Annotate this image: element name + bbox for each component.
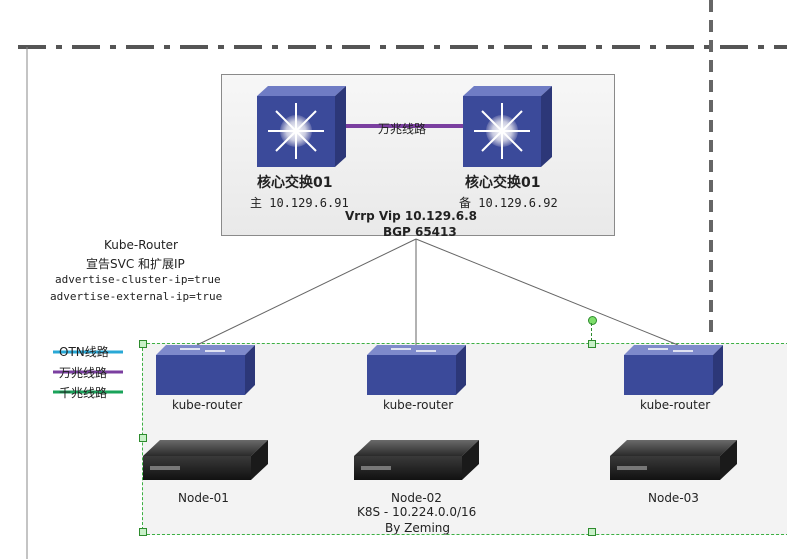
router-label-2: kube-router — [383, 398, 454, 412]
bgp-as-label: BGP 65413 — [383, 225, 457, 239]
core-switch-b-ip: 备 10.129.6.92 — [459, 196, 558, 210]
core-switch-b-label: 核心交换01 — [465, 175, 541, 191]
rotate-handle[interactable] — [588, 316, 597, 325]
selection-handle[interactable] — [139, 434, 147, 442]
router-label-1: kube-router — [172, 398, 243, 412]
node-label-1: Node-01 — [178, 491, 229, 505]
rotate-handle-stem — [591, 323, 592, 341]
kube-router-switch-icon[interactable] — [156, 345, 255, 395]
node-label-2: Node-02 — [391, 491, 442, 505]
legend-1g-label: 千兆线路 — [59, 386, 108, 400]
router-label-3: kube-router — [640, 398, 711, 412]
kube-router-switch-icon[interactable] — [367, 345, 466, 395]
core-link-label: 万兆线路 — [378, 122, 427, 136]
core-switch-a-icon[interactable] — [257, 86, 346, 167]
cluster-cidr-label: K8S - 10.224.0.0/16 — [357, 505, 477, 519]
server-icon[interactable] — [354, 440, 479, 480]
kube-router-note-title: Kube-Router — [104, 238, 178, 252]
kube-router-note-subtitle: 宣告SVC 和扩展IP — [86, 257, 185, 271]
uplink-node-03[interactable] — [415, 238, 679, 346]
legend-otn-label: OTN线路 — [59, 345, 109, 359]
kube-router-note-line2: advertise-external-ip=true — [50, 290, 223, 303]
uplink-node-01[interactable] — [196, 238, 417, 346]
selection-handle[interactable] — [588, 528, 596, 536]
core-switch-a-ip: 主 10.129.6.91 — [250, 196, 349, 210]
core-switch-b-icon[interactable] — [463, 86, 552, 167]
vrrp-vip-label: Vrrp Vip 10.129.6.8 — [345, 209, 477, 223]
kube-router-switch-icon[interactable] — [624, 345, 723, 395]
kube-router-note-line1: advertise-cluster-ip=true — [55, 273, 221, 286]
selection-handle[interactable] — [588, 340, 596, 348]
selection-handle[interactable] — [139, 340, 147, 348]
server-icon[interactable] — [610, 440, 737, 480]
server-icon[interactable] — [143, 440, 268, 480]
node-label-3: Node-03 — [648, 491, 699, 505]
selection-handle[interactable] — [139, 528, 147, 536]
author-label: By Zeming — [385, 521, 450, 535]
legend-10g-label: 万兆线路 — [59, 366, 108, 380]
core-switch-a-label: 核心交换01 — [257, 175, 333, 191]
